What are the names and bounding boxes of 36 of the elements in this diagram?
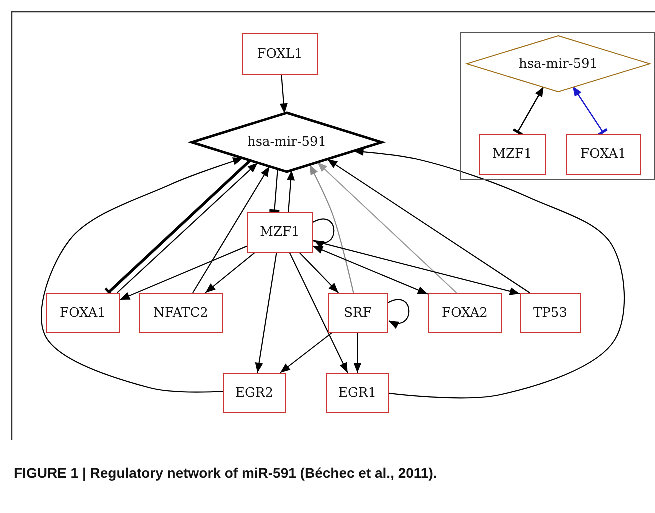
arrow bbox=[192, 166, 270, 294]
arrow bbox=[388, 299, 410, 328]
arrow bbox=[312, 246, 428, 295]
arrow bbox=[287, 170, 296, 212]
gene-node: MZF1 bbox=[247, 212, 313, 253]
arrow bbox=[120, 246, 248, 301]
arrow bbox=[205, 252, 256, 294]
gene-node: FOXL1 bbox=[242, 33, 318, 75]
arrow bbox=[280, 332, 332, 374]
arrow bbox=[354, 333, 362, 373]
gene-node: EGR1 bbox=[326, 373, 389, 413]
figure-caption: FIGURE 1 | Regulatory network of miR-591 (Béchec et al., 2011). bbox=[14, 464, 438, 484]
mirna-label: hsa-mir-591 bbox=[518, 56, 598, 72]
gene-node: SRF bbox=[328, 293, 388, 333]
arrow bbox=[255, 252, 278, 374]
gene-node: TP53 bbox=[520, 293, 581, 333]
gene-node: FOXA1 bbox=[46, 293, 120, 333]
arrow bbox=[280, 74, 288, 114]
arrow bbox=[41, 158, 244, 393]
arrow bbox=[117, 162, 258, 294]
gene-node: FOXA1 bbox=[566, 134, 641, 175]
arrow bbox=[317, 162, 458, 294]
arrow bbox=[354, 148, 625, 399]
arrow bbox=[517, 86, 544, 134]
arrow bbox=[312, 218, 335, 248]
arrow bbox=[327, 158, 530, 294]
gene-node: MZF1 bbox=[479, 134, 546, 175]
gene-node: EGR2 bbox=[223, 373, 286, 413]
mirna-label: hsa-mir-591 bbox=[247, 135, 327, 150]
gene-node: NFATC2 bbox=[139, 293, 223, 333]
arrow bbox=[309, 164, 354, 294]
inset-panel bbox=[460, 32, 655, 180]
gene-node: FOXA2 bbox=[428, 293, 502, 333]
arrow bbox=[312, 240, 520, 296]
arrow bbox=[289, 252, 348, 374]
arrow bbox=[299, 252, 340, 294]
